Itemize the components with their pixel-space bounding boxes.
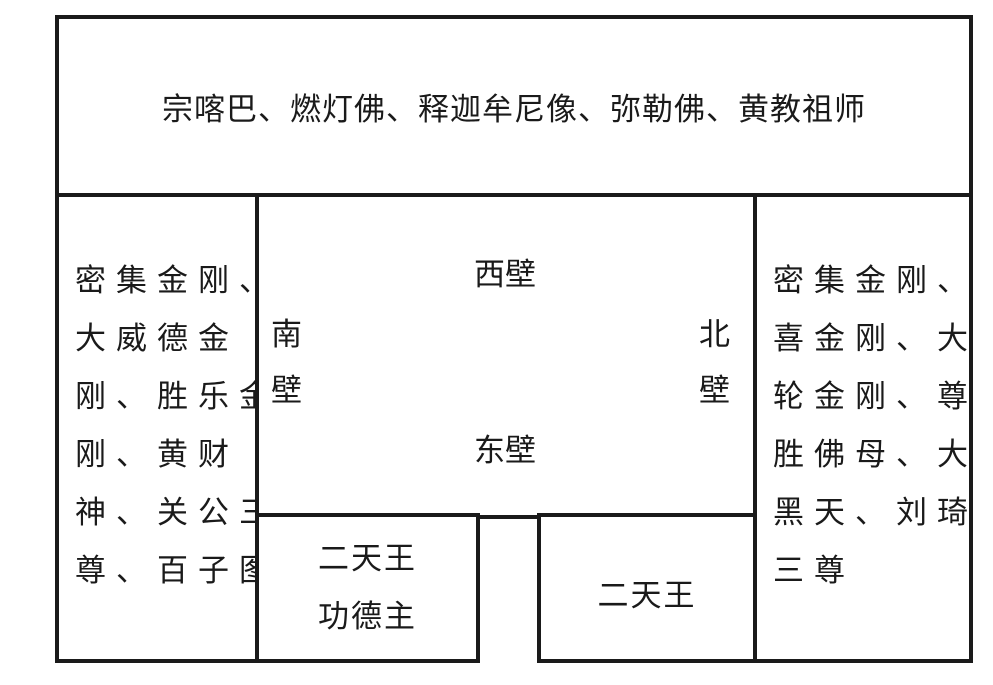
left-panel: 密集金刚、 大威德金 刚、胜乐金 刚、黄财 神、关公三 尊、百子图: [55, 193, 270, 663]
west-wall-label: 西壁: [474, 257, 536, 293]
bottom-left-panel: 二天王 功德主: [255, 513, 480, 663]
right-line: 轮金刚、尊: [773, 379, 978, 415]
left-line: 神、关公三: [75, 495, 280, 531]
bottom-left-line: 功德主: [318, 599, 417, 635]
south-wall-label: 南壁: [271, 317, 302, 409]
bottom-right-text: 二天王: [597, 577, 697, 614]
bottom-right-panel: 二天王: [537, 513, 757, 663]
right-panel-text: 密集金刚、 喜金刚、大 轮金刚、尊 胜佛母、大 黑天、刘琦 三尊: [773, 252, 978, 600]
right-line: 密集金刚、: [773, 263, 978, 299]
right-line: 胜佛母、大: [773, 437, 978, 473]
left-line: 大威德金: [75, 321, 239, 357]
center-hall: 西壁 东壁 南壁 北壁: [255, 193, 757, 519]
left-line: 尊、百子图: [75, 553, 280, 589]
left-line: 刚、胜乐金: [75, 379, 280, 415]
right-line: 喜金刚、大: [773, 321, 978, 357]
east-wall-label: 东壁: [474, 433, 536, 469]
left-panel-text: 密集金刚、 大威德金 刚、胜乐金 刚、黄财 神、关公三 尊、百子图: [75, 252, 280, 600]
right-line: 黑天、刘琦: [773, 495, 978, 531]
right-line: 三尊: [773, 553, 855, 589]
left-line: 密集金刚、: [75, 263, 280, 299]
north-wall-label: 北壁: [699, 317, 730, 409]
right-panel: 密集金刚、 喜金刚、大 轮金刚、尊 胜佛母、大 黑天、刘琦 三尊: [753, 193, 973, 663]
top-panel-text: 宗喀巴、燃灯佛、释迦牟尼像、弥勒佛、黄教祖师: [162, 91, 866, 128]
top-panel: 宗喀巴、燃灯佛、释迦牟尼像、弥勒佛、黄教祖师: [55, 15, 973, 197]
bottom-left-line: 二天王: [318, 541, 417, 577]
left-line: 刚、黄财: [75, 437, 239, 473]
